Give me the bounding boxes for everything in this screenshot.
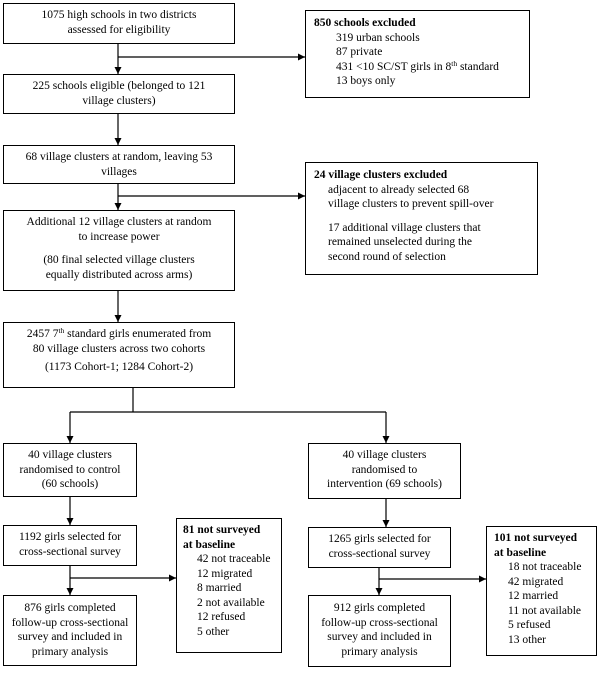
selected-intervention-line2: cross-sectional survey [328,547,431,560]
additional-line1: Additional 12 village clusters at random [26,216,212,228]
excluded-item-urban: 319 urban schools [336,31,420,44]
not-surveyed-intervention-item: 5 refused [508,619,551,631]
not-surveyed-intervention-item: 11 not available [508,604,582,617]
excluded-clusters-box: 24 village clusters excluded adjacent to… [305,162,538,275]
not-surveyed-intervention-title1: 101 not surveyed [494,532,578,544]
not-surveyed-control-item: 8 married [197,582,242,594]
completed-intervention-box: 912 girls completed follow-up cross-sect… [308,595,451,667]
control-line2: randomised to control [19,463,121,476]
not-surveyed-control-item: 12 migrated [197,567,253,580]
enumerated-box: 2457 7th standard girls enumerated from … [3,322,235,388]
completed-control-line2: follow-up cross-sectional [11,616,129,629]
not-surveyed-intervention-item: 42 migrated [508,575,564,588]
random68-line1: 68 village clusters at random, leaving 5… [25,151,213,163]
assessed-box: 1075 high schools in two districts asses… [3,3,235,44]
not-surveyed-control-item: 5 other [197,625,230,638]
excluded-schools-box: 850 schools excluded 319 urban schools 8… [305,10,530,98]
excluded-clusters-p2-line2: remained unselected during the [328,236,473,248]
intervention-line3: intervention (69 schools) [327,478,442,490]
selected-intervention-line1: 1265 girls selected for [328,533,431,545]
random68-box: 68 village clusters at random, leaving 5… [3,145,235,184]
intervention-line2: randomised to [351,463,418,476]
completed-intervention-line2: follow-up cross-sectional [321,616,438,629]
enumerated-line2: 80 village clusters across two cohorts [32,342,206,355]
not-surveyed-intervention-box: 101 not surveyed at baseline 18 not trac… [486,526,597,656]
assessed-line1: 1075 high schools in two districts [41,9,197,21]
completed-control-box: 876 girls completed follow-up cross-sect… [3,595,137,666]
control-line1: 40 village clusters [28,449,112,461]
selected-control-line2: cross-sectional survey [19,545,121,558]
control-line3: (60 schools) [41,478,99,490]
not-surveyed-control-item: 42 not traceable [197,553,271,565]
not-surveyed-control-box: 81 not surveyed at baseline 42 not trace… [176,518,282,653]
excluded-clusters-p1-line2: village clusters to prevent spill-over [328,198,494,210]
excluded-item-private: 87 private [336,46,383,58]
additional-box: Additional 12 village clusters at random… [3,210,235,291]
completed-intervention-line4: primary analysis [341,645,418,658]
completed-control-line4: primary analysis [31,645,109,658]
additional-line4: equally distributed across arms) [45,268,193,281]
excluded-item-boys: 13 boys only [336,75,396,87]
intervention-arm-box: 40 village clusters randomised to interv… [308,443,461,499]
not-surveyed-intervention-item: 13 other [508,633,547,646]
assessed-line2: assessed for eligibility [67,23,171,36]
not-surveyed-intervention-title2: at baseline [494,546,547,559]
intervention-line1: 40 village clusters [342,449,427,461]
completed-intervention-line3: survey and included in [327,631,432,643]
enumerated-line1: 2457 7th standard girls enumerated from [26,326,212,340]
excluded-clusters-p2-line3: second round of selection [328,250,446,263]
not-surveyed-control-title1: 81 not surveyed [183,524,261,536]
excluded-clusters-p2-line1: 17 additional village clusters that [328,221,481,234]
not-surveyed-control-title2: at baseline [183,538,236,551]
eligible-line1: 225 schools eligible (belonged to 121 [32,80,206,92]
selected-control-line1: 1192 girls selected for [18,531,122,543]
enumerated-line3: (1173 Cohort-1; 1284 Cohort-2) [44,361,194,373]
additional-line2: to increase power [78,230,160,243]
random68-line2: villages [101,165,137,178]
excluded-clusters-title: 24 village clusters excluded [314,169,448,181]
control-arm-box: 40 village clusters randomised to contro… [3,443,137,497]
excluded-schools-title: 850 schools excluded [314,17,416,29]
completed-control-line1: 876 girls completed [24,602,116,614]
additional-line3: (80 final selected village clusters [43,254,195,266]
selected-control-box: 1192 girls selected for cross-sectional … [3,525,137,566]
completed-control-line3: survey and included in [17,631,123,643]
eligible-box: 225 schools eligible (belonged to 121 vi… [3,74,235,114]
excluded-clusters-p1-line1: adjacent to already selected 68 [328,183,470,196]
not-surveyed-control-item: 12 refused [197,611,246,623]
not-surveyed-control-item: 2 not available [197,596,265,609]
not-surveyed-intervention-item: 18 not traceable [508,561,582,573]
eligible-line2: village clusters) [82,94,156,107]
selected-intervention-box: 1265 girls selected for cross-sectional … [308,527,451,568]
not-surveyed-intervention-item: 12 married [508,590,559,602]
excluded-item-scst: 431 <10 SC/ST girls in 8th standard [336,58,499,73]
completed-intervention-line1: 912 girls completed [333,602,426,614]
